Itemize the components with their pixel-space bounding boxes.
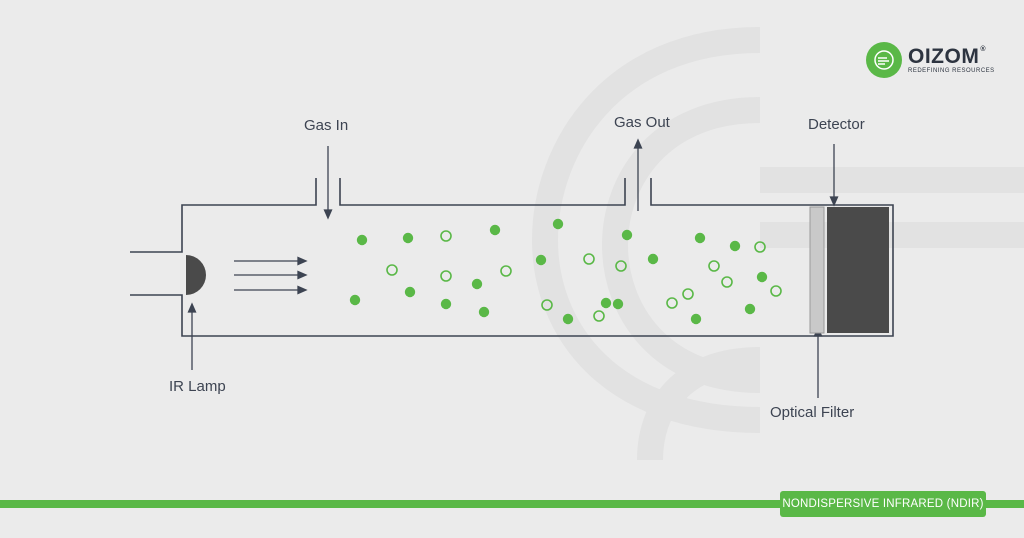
molecule-filled	[694, 232, 706, 244]
molecule-filled	[612, 298, 624, 310]
molecule-filled	[402, 232, 414, 244]
optical-filter-label: Optical Filter	[770, 404, 854, 421]
gas-cell-outline	[130, 178, 894, 337]
molecule-filled	[744, 303, 756, 315]
ir-lamp-label: IR Lamp	[169, 378, 226, 395]
molecule-filled	[535, 254, 547, 266]
molecule-hollow	[770, 285, 782, 297]
molecule-filled	[356, 234, 368, 246]
footer-bar	[0, 500, 1024, 508]
molecule-filled	[478, 306, 490, 318]
ir-lamp	[186, 255, 206, 295]
molecule-hollow	[440, 230, 452, 242]
molecule-filled	[552, 218, 564, 230]
brand-name: OIZOM®	[908, 45, 986, 68]
ir-beam	[234, 256, 308, 295]
molecule-hollow	[440, 270, 452, 282]
optical-filter-arrow	[813, 326, 823, 398]
gas-in-arrow	[323, 146, 333, 220]
molecule-hollow	[386, 264, 398, 276]
gas-in-label: Gas In	[304, 117, 348, 134]
molecule-filled	[489, 224, 501, 236]
molecule-filled	[471, 278, 483, 290]
oizom-logo-icon	[866, 42, 902, 78]
molecule-filled	[440, 298, 452, 310]
watermark-swirl	[531, 27, 1024, 461]
molecule-hollow	[754, 241, 766, 253]
optical-filter	[809, 206, 825, 334]
molecule-filled	[404, 286, 416, 298]
molecule-filled	[600, 297, 612, 309]
molecule-hollow	[593, 310, 605, 322]
oizom-logo: OIZOM® REDEFINING RESOURCES	[866, 42, 995, 78]
ir-lamp-arrow	[187, 302, 197, 370]
molecule-filled	[690, 313, 702, 325]
molecule-filled	[756, 271, 768, 283]
gas-out-arrow	[633, 138, 643, 211]
gas-molecules	[349, 218, 782, 325]
molecule-hollow	[615, 260, 627, 272]
molecule-hollow	[708, 260, 720, 272]
footer-title-badge: NONDISPERSIVE INFRARED (NDIR)	[780, 491, 986, 517]
gas-cell	[130, 178, 894, 337]
brand-tagline: REDEFINING RESOURCES	[908, 68, 995, 74]
detector-label: Detector	[808, 116, 865, 133]
molecule-filled	[621, 229, 633, 241]
gas-out-label: Gas Out	[614, 114, 671, 131]
molecule-hollow	[500, 265, 512, 277]
molecule-filled	[349, 294, 361, 306]
molecule-hollow	[583, 253, 595, 265]
molecule-hollow	[721, 276, 733, 288]
molecule-hollow	[666, 297, 678, 309]
molecule-hollow	[682, 288, 694, 300]
molecule-hollow	[541, 299, 553, 311]
molecule-filled	[562, 313, 574, 325]
detector-arrow	[829, 144, 839, 207]
molecule-filled	[729, 240, 741, 252]
molecule-filled	[647, 253, 659, 265]
detector	[827, 207, 889, 333]
